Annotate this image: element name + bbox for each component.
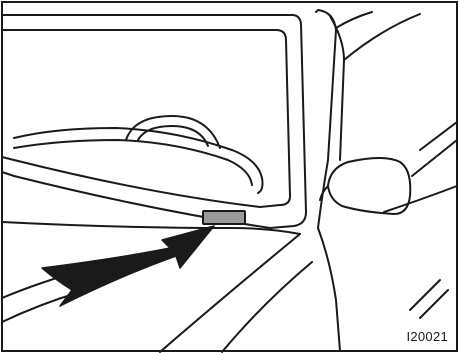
window-line-right xyxy=(384,186,457,212)
body-line-right-2 xyxy=(420,122,457,150)
roof-curve xyxy=(336,12,372,28)
side-mirror xyxy=(328,158,410,214)
body-line-right xyxy=(412,140,457,176)
hood-line-5 xyxy=(222,262,312,352)
a-pillar-outer xyxy=(316,10,336,228)
door-line xyxy=(318,228,340,351)
vin-label xyxy=(203,211,245,224)
accent-line-2 xyxy=(420,290,448,318)
hood-line-1 xyxy=(2,222,300,234)
windshield-glass-edge xyxy=(2,30,290,207)
accent-line-1 xyxy=(410,280,440,310)
pointer-arrow xyxy=(42,226,214,306)
windshield-frame-outer xyxy=(2,15,306,228)
dashboard-edge xyxy=(14,140,252,185)
roof-curve-2 xyxy=(344,14,420,60)
figure-id-label: I20021 xyxy=(405,329,449,344)
